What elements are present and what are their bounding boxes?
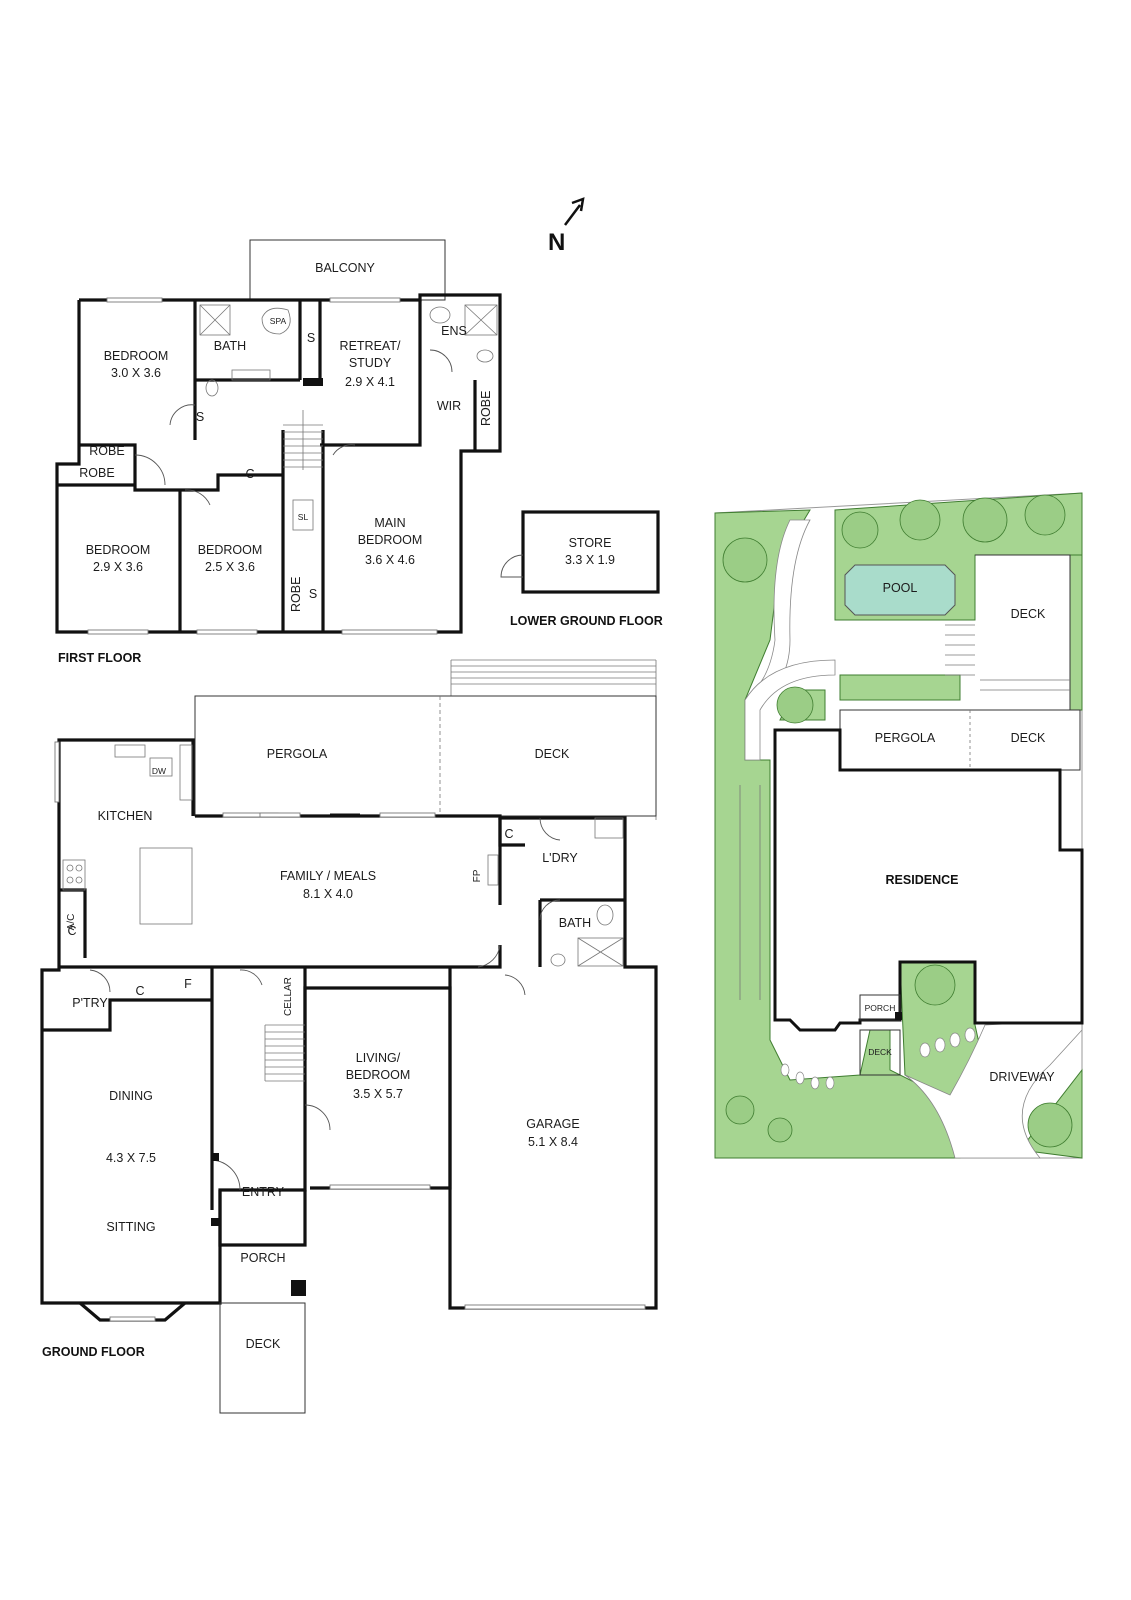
driveway (904, 1019, 1083, 1159)
pergola-deck-area (194, 695, 657, 817)
store-plan: STORE 3.3 X 1.9 LOWER GROUND FLOOR (500, 510, 663, 628)
living-name: LIVING/ (356, 1051, 401, 1065)
sitting-label: SITTING (106, 1220, 155, 1234)
main-bedroom-name: MAIN (374, 516, 405, 530)
shower-label-1: S (307, 331, 315, 345)
deck-label: DECK (535, 747, 570, 761)
pool (844, 564, 956, 616)
retreat-size: 2.9 X 4.1 (345, 375, 395, 389)
living-name-2: BEDROOM (346, 1068, 411, 1082)
ldry-label: L'DRY (542, 851, 578, 865)
residence-footprint (773, 728, 1084, 1032)
family-meals-size: 8.1 X 4.0 (303, 887, 353, 901)
fp-label: FP (472, 869, 483, 882)
cupboard-label: C (245, 467, 254, 481)
driveway-label: DRIVEWAY (989, 1070, 1055, 1084)
stair-sl-label: SL (298, 512, 309, 522)
ground-floor-title: GROUND FLOOR (42, 1345, 145, 1359)
dining-size: 4.3 X 7.5 (106, 1151, 156, 1165)
robe-label-2: ROBE (79, 466, 114, 480)
ptry-cupboard-label: C (135, 984, 144, 998)
dw-label: DW (152, 766, 166, 776)
bath-label: BATH (214, 339, 246, 353)
ptry-label: P'TRY (72, 996, 108, 1010)
ldry-cupboard-label: C (504, 827, 513, 841)
bedroom1-size: 3.0 X 3.6 (111, 366, 161, 380)
ens-label: ENS (441, 324, 467, 338)
retreat-name: RETREAT/ (340, 339, 401, 353)
store-size: 3.3 X 1.9 (565, 553, 615, 567)
site-pool-label: POOL (883, 581, 918, 595)
lower-ground-title: LOWER GROUND FLOOR (510, 614, 663, 628)
wir-label: WIR (437, 399, 461, 413)
site-porch-label: PORCH (865, 1003, 896, 1013)
bedroom3-size: 2.5 X 3.6 (205, 560, 255, 574)
cellar-label: CELLAR (283, 977, 294, 1016)
porch-label: PORCH (240, 1251, 285, 1265)
shower-label-2: S (196, 410, 204, 424)
robe-right-label: ROBE (479, 391, 493, 426)
pergola-label: PERGOLA (267, 747, 328, 761)
garage-name: GARAGE (526, 1117, 580, 1131)
site-deck-mid-label: DECK (1011, 731, 1046, 745)
fridge-label: F (184, 977, 192, 991)
residence-label: RESIDENCE (886, 873, 959, 887)
first-floor-title: FIRST FLOOR (58, 651, 141, 665)
dining-label: DINING (109, 1089, 153, 1103)
bedroom2-size: 2.9 X 3.6 (93, 560, 143, 574)
bedroom3-name: BEDROOM (198, 543, 263, 557)
kitchen-cupboard-label: C (67, 924, 76, 938)
ground-floor-plan: PERGOLA DECK KITCHEN DW A/C C FAMILY / M… (40, 659, 658, 1414)
garage-size: 5.1 X 8.4 (528, 1135, 578, 1149)
living-size: 3.5 X 5.7 (353, 1087, 403, 1101)
kitchen-island (139, 847, 193, 925)
ground-bath-label: BATH (559, 916, 591, 930)
first-floor-plan: BALCONY BEDROOM 3.0 X 3.6 BATH SPA S RET… (55, 239, 502, 665)
site-plan: POOL DECK PERGOLA DECK RESIDENCE PORCH D… (714, 492, 1084, 1159)
main-bedroom-name-2: BEDROOM (358, 533, 423, 547)
ac-label: A/C (66, 914, 77, 931)
north-arrow: N (548, 197, 585, 256)
front-deck-label: DECK (246, 1337, 281, 1351)
main-bedroom-size: 3.6 X 4.6 (365, 553, 415, 567)
site-deck-top-label: DECK (1011, 607, 1046, 621)
front-deck (219, 1302, 306, 1414)
site-pergola-label: PERGOLA (875, 731, 936, 745)
retreat-name-2: STUDY (349, 356, 392, 370)
north-label: N (548, 229, 565, 256)
robe-stair-label: ROBE (289, 577, 303, 612)
bedroom1-name: BEDROOM (104, 349, 169, 363)
balcony-label: BALCONY (315, 261, 375, 275)
site-deck-front-label: DECK (868, 1047, 892, 1057)
kitchen-label: KITCHEN (98, 809, 153, 823)
bedroom2-name: BEDROOM (86, 543, 151, 557)
store-name: STORE (569, 536, 612, 550)
spa-label: SPA (270, 316, 287, 326)
robe-label-1: ROBE (89, 444, 124, 458)
shower-label-3: S (309, 587, 317, 601)
family-meals-name: FAMILY / MEALS (280, 869, 376, 883)
entry-label: ENTRY (242, 1185, 285, 1199)
